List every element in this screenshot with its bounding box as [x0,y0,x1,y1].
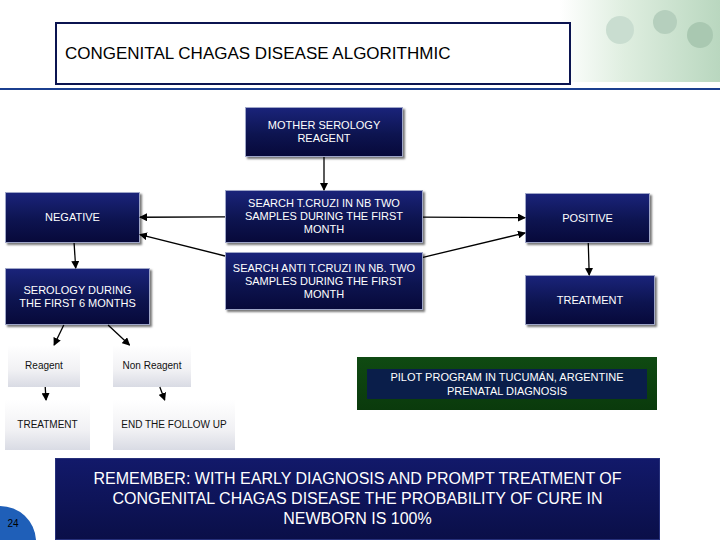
note-box: PILOT PROGRAM IN TUCUMÁN, ARGENTINE PREN… [357,357,657,410]
connector-line [588,243,590,275]
box-label: Reagent [25,360,63,372]
header-figure [653,10,677,34]
process-box: SEARCH ANTI T.CRUZI IN NB. TWO SAMPLES D… [225,252,423,310]
flow-arrow [160,387,165,400]
start-box: MOTHER SEROLOGY REAGENT [245,107,403,157]
box-label: TREATMENT [557,294,623,307]
box-label: PILOT PROGRAM IN TUCUMÁN, ARGENTINE PREN… [367,369,647,399]
flow-arrow [54,325,64,345]
box-label: TREATMENT [17,419,77,431]
page-number: 24 [7,518,18,529]
box-label: REMEMBER: WITH EARLY DIAGNOSIS AND PROMP… [76,469,639,529]
end-box: END THE FOLLOW UP [113,400,235,450]
connector-line [423,233,525,257]
flow-arrow [140,216,225,217]
flow-arrow [324,157,325,190]
connector-line [108,325,129,345]
header-figure [606,16,634,44]
box-label: END THE FOLLOW UP [121,419,226,431]
result-box: POSITIVE [525,193,650,243]
header-photo [560,0,720,82]
connector-line [54,325,64,345]
flow-arrow [140,235,225,256]
connector-line [323,157,324,190]
connector-line [74,243,76,268]
process-box: SEARCH T.CRUZI IN NB TWO SAMPLES DURING … [225,190,423,243]
flow-arrow [45,387,47,400]
result-box: NEGATIVE [5,192,140,243]
box-label: SEROLOGY DURING THE FIRST 6 MONTHS [12,284,143,310]
header-figure [687,22,713,48]
box-label: NEGATIVE [45,211,100,224]
process-box: SEROLOGY DURING THE FIRST 6 MONTHS [5,268,150,325]
result-box: Reagent [8,345,80,387]
title-frame: CONGENITAL CHAGAS DISEASE ALGORITHMIC [55,22,571,85]
page-corner [0,506,36,540]
flow-arrow [74,243,76,268]
connector-line [140,216,225,218]
header-rule [0,88,720,90]
box-label: SEARCH ANTI T.CRUZI IN NB. TWO SAMPLES D… [232,262,416,301]
connector-line [423,216,525,218]
box-label: POSITIVE [562,212,613,225]
result-box: Non Reagent [113,345,191,387]
slide-title: CONGENITAL CHAGAS DISEASE ALGORITHMIC [65,44,450,64]
box-label: SEARCH T.CRUZI IN NB TWO SAMPLES DURING … [232,197,416,236]
flow-arrow [108,325,129,345]
flow-arrow [423,217,525,219]
box-label: Non Reagent [123,360,182,372]
action-box: TREATMENT [5,400,90,450]
action-box: TREATMENT [525,275,655,325]
flow-arrow [588,243,590,275]
page-number-holder: 24 [0,518,26,529]
box-label: MOTHER SEROLOGY REAGENT [252,119,396,145]
reminder-banner: REMEMBER: WITH EARLY DIAGNOSIS AND PROMP… [55,458,660,540]
connector-line [45,387,47,400]
flow-arrow [423,233,525,257]
connector-line [160,387,165,400]
connector-line [140,235,225,256]
